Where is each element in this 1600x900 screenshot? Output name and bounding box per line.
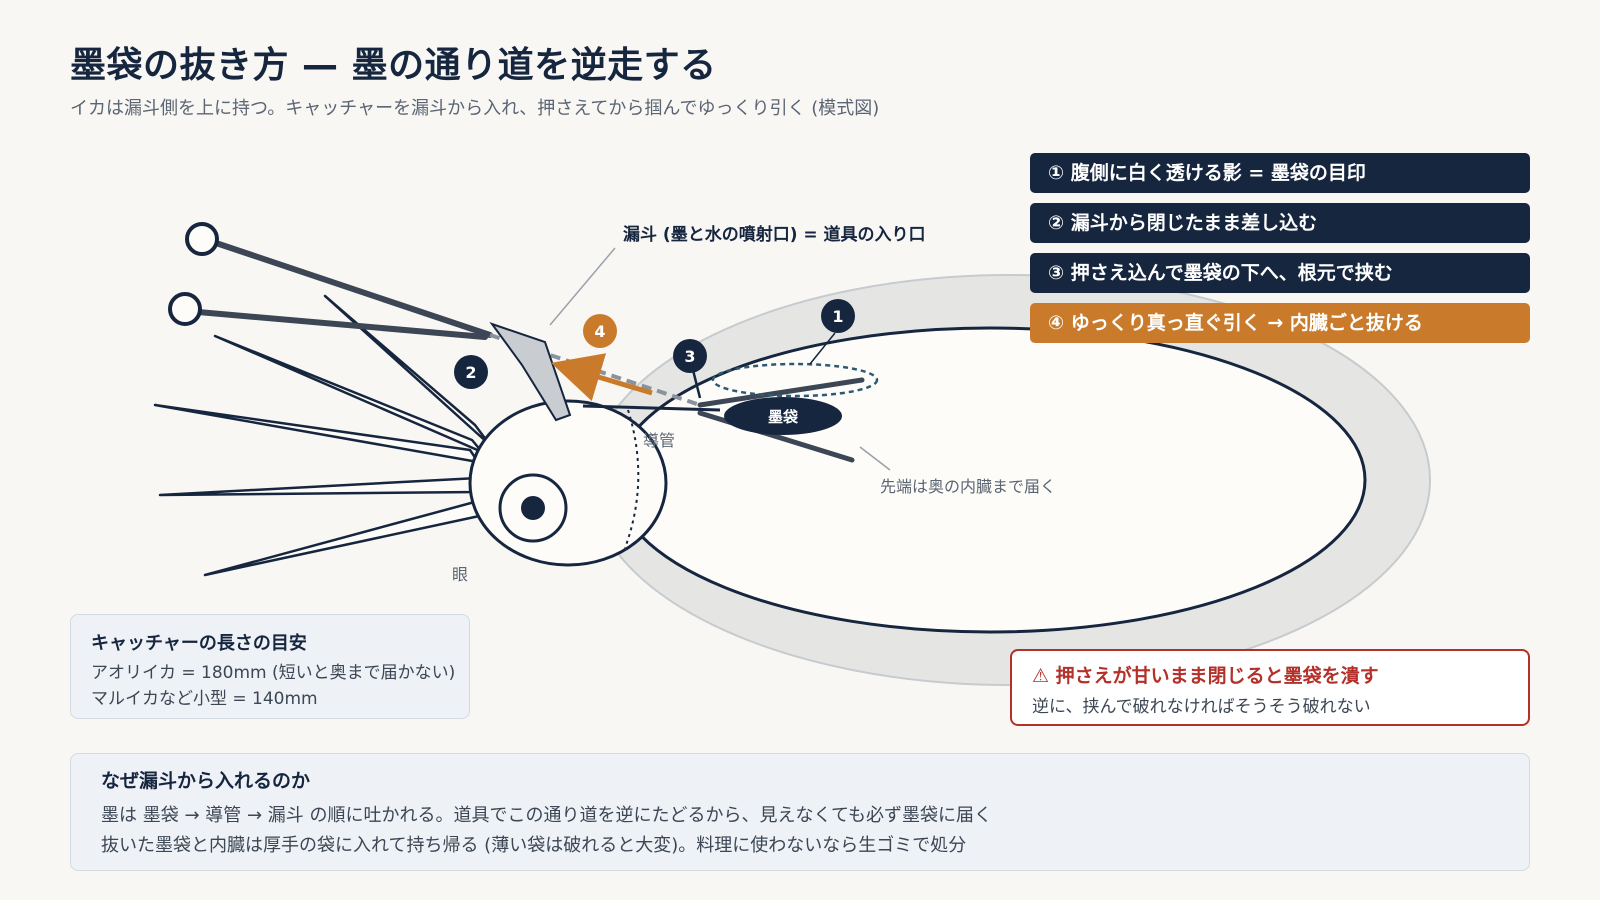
tip-label: 先端は奥の内臓まで届く: [880, 477, 1056, 496]
funnel-leader-line: [549, 247, 616, 326]
arm: [158, 476, 480, 497]
step-2-banner: ② 漏斗から閉じたまま差し込む: [1030, 203, 1530, 243]
head: [468, 399, 668, 567]
pupil: [521, 496, 545, 520]
arm: [153, 403, 480, 464]
arms: [153, 294, 492, 577]
marker-1: 1: [821, 299, 855, 333]
svg-text:3: 3: [684, 347, 695, 366]
mantle-edge: [624, 409, 640, 549]
catcher-length-heading: キャッチャーの長さの目安: [91, 633, 307, 654]
catcher-ring-lower: [168, 292, 202, 326]
pull-arrow: [551, 353, 653, 402]
arm: [323, 294, 492, 447]
ink-duct: [582, 404, 721, 412]
ink-sac-shadow-outline: [711, 362, 879, 398]
catcher-handle-lower: [195, 309, 488, 340]
catcher-length-line: アオリイカ = 180mm (短いと奥まで届かない): [91, 663, 456, 683]
catcher-ring-upper: [185, 222, 219, 256]
page-subtitle: イカは漏斗側を上に持つ。キャッチャーを漏斗から入れ、押さえてから掴んでゆっくり引…: [70, 98, 880, 119]
ink-sac: [724, 397, 842, 435]
warning-panel: ⚠ 押さえが甘いまま閉じると墨袋を潰す 逆に、挟んで破れなければそうそう破れない: [1010, 649, 1530, 726]
funnel-label: 漏斗 (墨と水の噴射口) = 道具の入り口: [623, 224, 926, 245]
catcher-jaw-lower: [697, 410, 855, 463]
arm: [213, 334, 484, 454]
warning-heading: ⚠ 押さえが甘いまま閉じると墨袋を潰す: [1032, 665, 1379, 687]
why-line: 抜いた墨袋と内臓は厚手の袋に入れて持ち帰る (薄い袋は破れると大変)。料理に使わ…: [101, 835, 967, 856]
marker-1-leader-line: [809, 332, 836, 365]
marker-2: 2: [454, 355, 488, 389]
step-1-banner: ① 腹側に白く透ける影 = 墨袋の目印: [1030, 153, 1530, 193]
marker-3-pointer: [691, 369, 702, 399]
catcher-jaw-upper: [697, 377, 865, 408]
catcher-length-line: マルイカなど小型 = 140mm: [91, 689, 318, 709]
eye-label: 眼: [452, 565, 468, 584]
duct-label: 導管: [643, 431, 675, 450]
page-title: 墨袋の抜き方 — 墨の通り道を逆走する: [70, 45, 717, 86]
svg-text:4: 4: [594, 322, 605, 341]
svg-text:2: 2: [465, 363, 476, 382]
step-4-banner: ④ ゆっくり真っ直ぐ引く → 内臓ごと抜ける: [1030, 303, 1530, 343]
step-3-banner: ③ 押さえ込んで墨袋の下へ、根元で挟む: [1030, 253, 1530, 293]
marker-3: 3: [673, 339, 707, 373]
marker-4: 4: [583, 314, 617, 348]
svg-text:1: 1: [832, 307, 843, 326]
funnel: [489, 322, 572, 422]
why-panel: なぜ漏斗から入れるのか 墨は 墨袋 → 導管 → 漏斗 の順に吐かれる。道具でこ…: [70, 753, 1530, 871]
catcher-length-panel: キャッチャーの長さの目安 アオリイカ = 180mm (短いと奥まで届かない) …: [70, 614, 470, 719]
ink-sac-label: 墨袋: [768, 408, 799, 426]
tip-leader-line: [859, 446, 891, 471]
why-line: 墨は 墨袋 → 導管 → 漏斗 の順に吐かれる。道具でこの通り道を逆にたどるから…: [101, 805, 993, 826]
why-heading: なぜ漏斗から入れるのか: [101, 770, 311, 792]
warning-text: 逆に、挟んで破れなければそうそう破れない: [1032, 697, 1371, 717]
arm: [203, 498, 486, 577]
catcher-handle-upper: [210, 239, 493, 338]
